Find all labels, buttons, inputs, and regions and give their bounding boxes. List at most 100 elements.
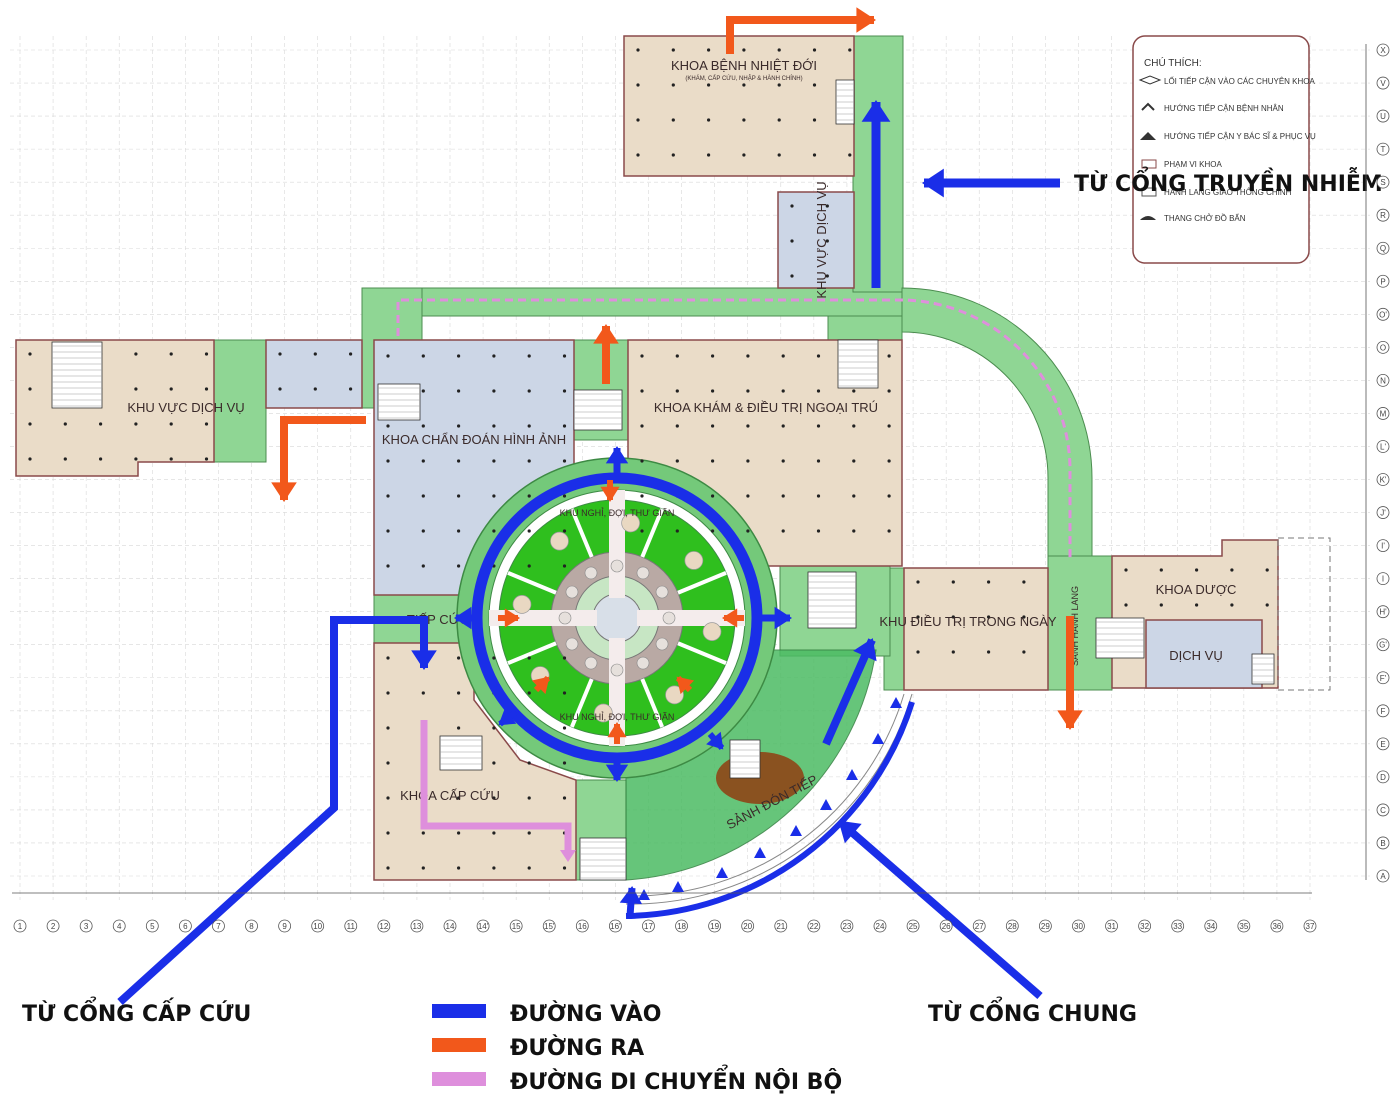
column-dot xyxy=(386,529,390,533)
axis-row-marker: O' xyxy=(1376,307,1390,321)
column-dot xyxy=(527,656,531,660)
entry-arrow-lobby xyxy=(619,886,643,917)
legend-swatch-internal xyxy=(432,1072,486,1086)
axis-col-marker: 16 xyxy=(575,919,589,933)
entry-arrow-day xyxy=(822,638,877,746)
entry-chevron xyxy=(790,825,802,836)
column-dot xyxy=(816,494,821,498)
column-dot xyxy=(742,83,746,87)
column-dot xyxy=(562,726,567,730)
column-dot xyxy=(386,354,390,358)
column-dot xyxy=(987,615,991,619)
entry-chevron xyxy=(820,799,832,810)
column-dot xyxy=(816,529,821,533)
axis-col-marker: 1 xyxy=(13,919,27,933)
axis-row-label: N xyxy=(1380,376,1386,385)
axis-col-marker: 12 xyxy=(377,919,391,933)
garden-divider xyxy=(569,678,594,728)
column-dot xyxy=(99,422,103,426)
column-dot xyxy=(640,494,644,498)
entry-chevron xyxy=(672,881,684,892)
courtyard-planter xyxy=(584,566,598,580)
column-dot xyxy=(527,459,531,463)
axis-col-marker: 25 xyxy=(906,919,920,933)
axis-col-marker: 19 xyxy=(708,919,722,933)
column-dot xyxy=(742,48,746,52)
axis-col-label: 14 xyxy=(446,922,455,931)
column-dot xyxy=(562,761,567,765)
column-dot xyxy=(816,354,821,358)
column-dot xyxy=(492,494,496,498)
column-dot xyxy=(671,118,675,122)
label-rest-top: KHU NGHỈ, ĐỢI, THƯ GIÃN xyxy=(560,507,675,518)
column-dot xyxy=(169,422,173,426)
axis-col-marker: 17 xyxy=(642,919,655,933)
column-dot xyxy=(951,650,955,654)
axis-col-label: 12 xyxy=(379,922,388,931)
column-dot xyxy=(421,389,425,393)
column-dot xyxy=(527,389,531,393)
column-dot xyxy=(825,274,829,278)
axis-col-label: 27 xyxy=(975,922,984,931)
axis-row-label: M xyxy=(1380,409,1387,418)
column-dot xyxy=(711,459,715,463)
axis-col-label: 33 xyxy=(1173,922,1182,931)
axis-row-marker: P xyxy=(1376,274,1390,288)
garden-divider xyxy=(507,570,557,595)
column-dot xyxy=(781,529,785,533)
column-dot xyxy=(812,83,817,87)
column-dot xyxy=(204,457,209,461)
garden-seat xyxy=(593,703,613,723)
axis-row-label: V xyxy=(1380,79,1386,88)
axis-row-label: Q xyxy=(1380,244,1386,253)
column-dot xyxy=(562,529,567,533)
column-dot xyxy=(386,726,390,730)
axis-col-label: 6 xyxy=(183,922,188,931)
axis-row-label: I xyxy=(1382,575,1384,584)
column-dot xyxy=(951,615,955,619)
column-dot xyxy=(852,459,856,463)
column-dot xyxy=(711,529,715,533)
column-dot xyxy=(349,352,353,356)
axis-col-marker: 27 xyxy=(972,919,986,933)
axis-col-marker: 29 xyxy=(1038,919,1052,933)
axis-row-label: O' xyxy=(1379,310,1387,319)
column-dot xyxy=(28,422,32,426)
label-rest-bottom: KHU NGHỈ, ĐỢI, THƯ GIÃN xyxy=(560,711,675,722)
garden-divider xyxy=(640,678,665,728)
garden-seat xyxy=(550,531,569,551)
column-dot xyxy=(562,494,567,498)
column-dot xyxy=(636,153,640,157)
column-dot xyxy=(386,796,390,800)
axis-col-label: 21 xyxy=(776,922,785,931)
axis-row-label: O xyxy=(1380,343,1386,352)
column-dot xyxy=(134,457,138,461)
axis-row-marker: M xyxy=(1376,407,1390,420)
courtyard-planter xyxy=(662,611,676,625)
column-dot xyxy=(204,352,209,356)
axis-col-marker: 9 xyxy=(278,919,292,933)
column-dot xyxy=(457,424,461,428)
label-tropical: KHOA BỆNH NHIỆT ĐỚI xyxy=(671,58,817,73)
column-dot xyxy=(675,354,679,358)
axis-row-marker: F' xyxy=(1376,671,1390,685)
column-dot xyxy=(887,494,891,498)
entry-arrow-ring-s xyxy=(605,758,629,782)
axis-row-marker: K' xyxy=(1376,473,1390,486)
column-dot xyxy=(28,387,32,391)
column-dot xyxy=(386,691,390,695)
axis-row-label: L' xyxy=(1380,442,1386,451)
column-dot xyxy=(746,389,750,393)
courtyard-planter xyxy=(610,559,624,573)
column-dot xyxy=(457,564,461,568)
stair-cores xyxy=(28,48,1275,881)
column-dot xyxy=(457,726,461,730)
key-box: CHÚ THÍCH: LỐI TIẾP CẬN VÀO CÁC CHUYÊN K… xyxy=(1132,35,1316,264)
courtyard-planter xyxy=(584,656,598,670)
stair-core xyxy=(51,341,103,409)
garden-divider xyxy=(569,508,594,558)
column-dot xyxy=(812,48,817,52)
stair-core xyxy=(729,739,761,779)
axis-col-marker: 14 xyxy=(443,919,457,933)
